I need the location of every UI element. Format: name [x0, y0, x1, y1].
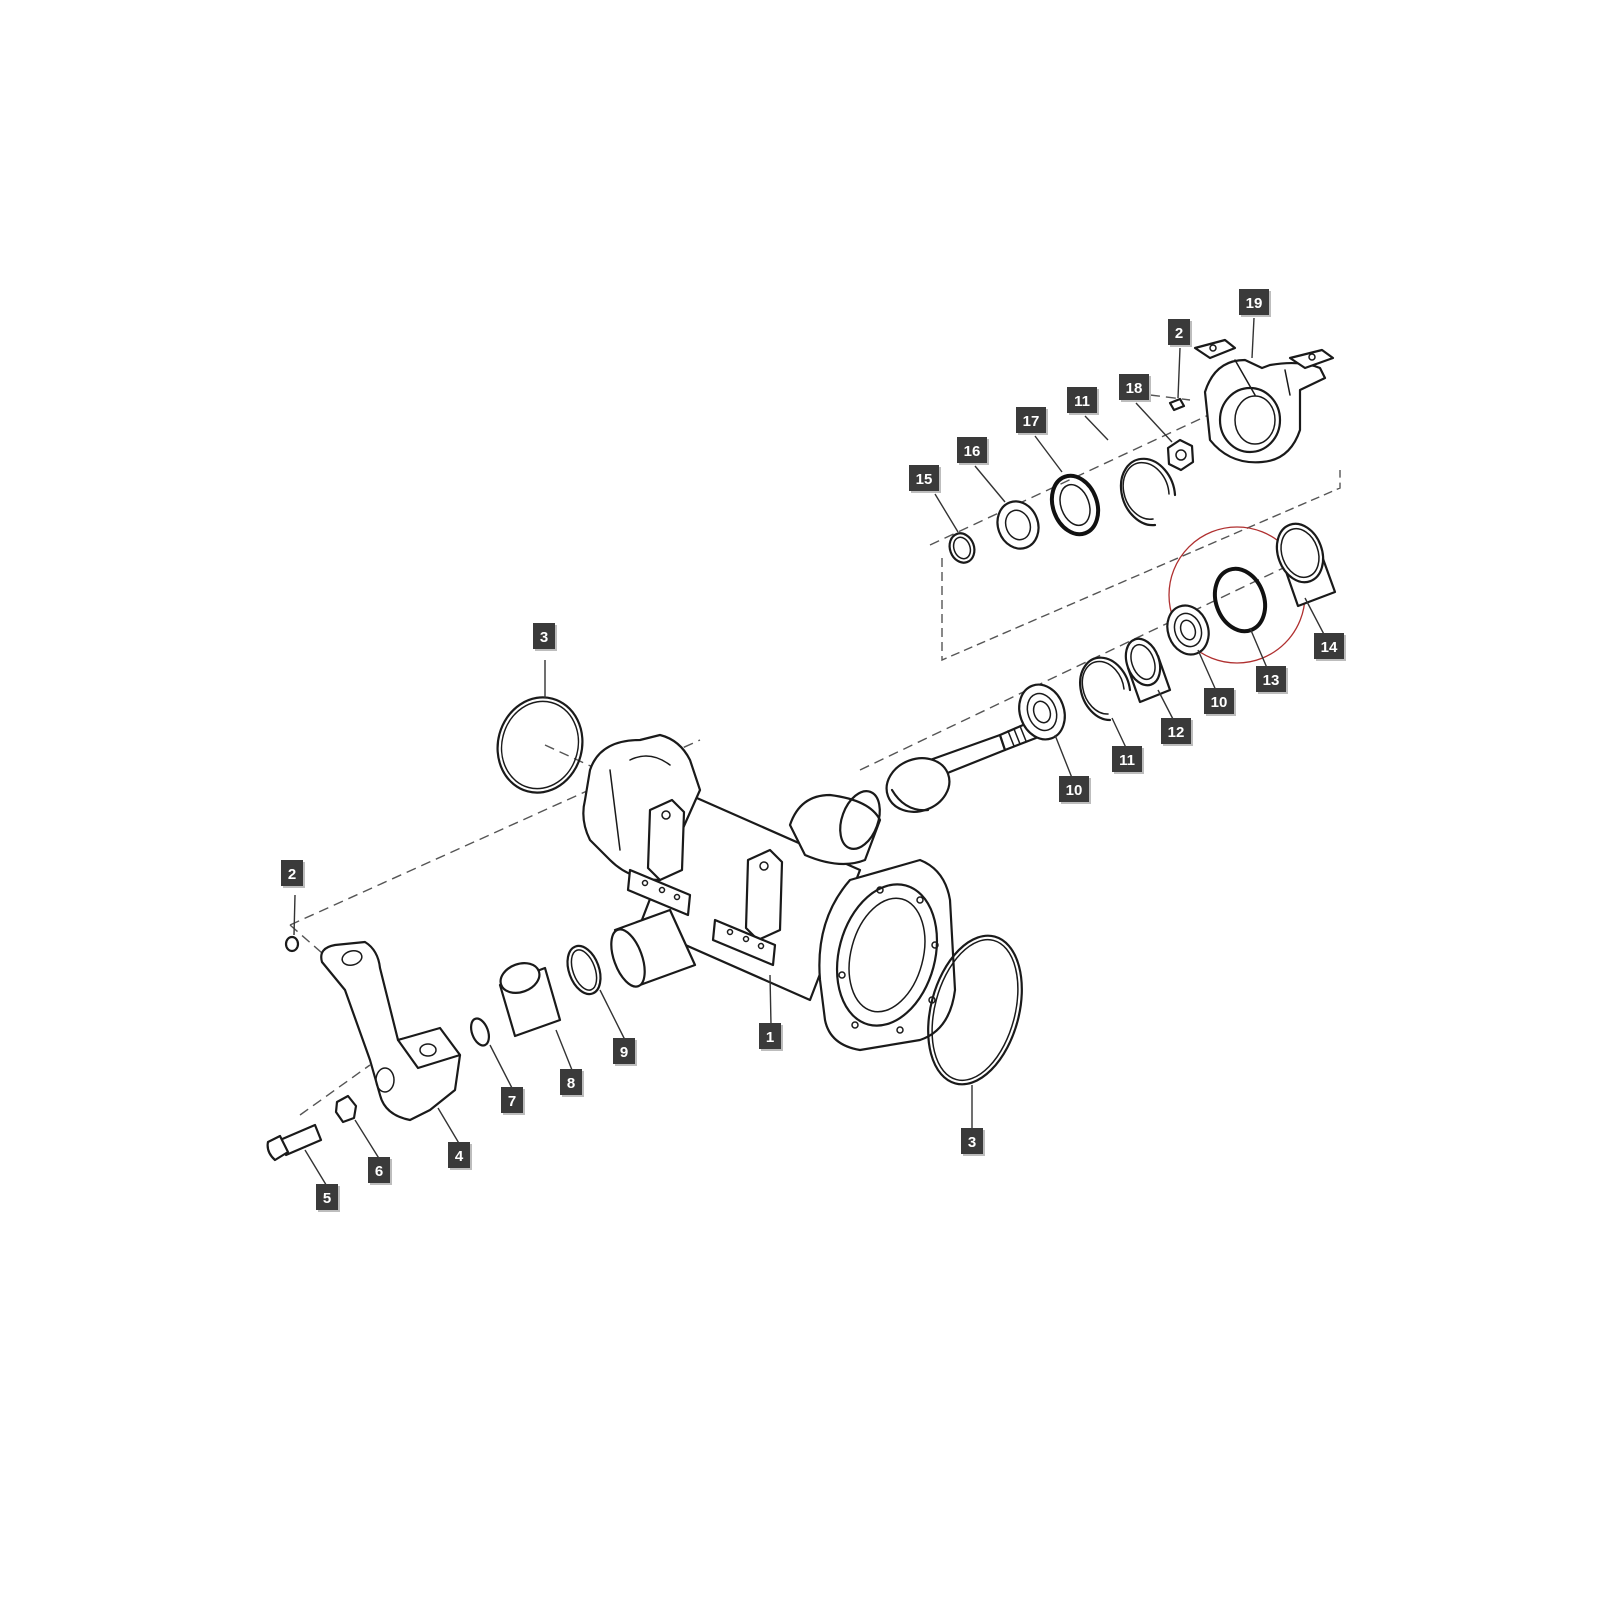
callout-13-label: 13 — [1263, 672, 1280, 689]
callout-3-upper-label: 3 — [540, 629, 548, 646]
part-16-bearing — [996, 500, 1040, 550]
callout-3-upper: 3 — [533, 623, 557, 651]
callout-12-label: 12 — [1168, 724, 1185, 741]
callout-13: 13 — [1256, 666, 1288, 694]
callout-4-label: 4 — [455, 1148, 464, 1165]
callout-5-label: 5 — [323, 1190, 331, 1207]
callout-6: 6 — [368, 1157, 392, 1185]
callout-14-label: 14 — [1321, 639, 1338, 656]
part-17-seal — [1049, 473, 1101, 537]
callout-10-lower-label: 10 — [1066, 782, 1083, 799]
part-9-o-ring — [566, 944, 602, 996]
callout-5: 5 — [316, 1184, 340, 1212]
part-19-steering-knuckle — [1193, 338, 1335, 464]
part-11-snap-ring-lower — [1079, 656, 1132, 722]
part-7-o-ring — [469, 1017, 491, 1047]
callout-2-upper: 2 — [1168, 319, 1192, 347]
part-4-steering-arm — [320, 940, 462, 1122]
part-1-axle-housing — [582, 733, 957, 1052]
callout-18: 18 — [1119, 374, 1151, 402]
part-5-bolt — [266, 1123, 323, 1162]
part-8-bushing — [498, 962, 562, 1038]
callout-11-lower-label: 11 — [1119, 752, 1135, 769]
callout-8-label: 8 — [567, 1075, 575, 1092]
callout-14: 14 — [1314, 633, 1346, 661]
callout-10-upper: 10 — [1204, 688, 1236, 716]
callout-16: 16 — [957, 437, 989, 465]
callout-4: 4 — [448, 1142, 472, 1170]
callout-17-label: 17 — [1023, 413, 1040, 430]
part-18-hex-nut — [1166, 438, 1195, 472]
callout-1: 1 — [759, 1023, 783, 1051]
callout-11-lower: 11 — [1112, 746, 1144, 774]
callout-2-upper-label: 2 — [1175, 325, 1183, 342]
part-10-bearing-lower — [1018, 683, 1066, 741]
callout-12: 12 — [1161, 718, 1193, 746]
part-2-grease-fitting-lower — [284, 935, 300, 953]
assembly-axis-lines — [289, 394, 1301, 1116]
callout-9-label: 9 — [620, 1044, 628, 1061]
callout-19: 19 — [1239, 289, 1271, 317]
part-15-retaining-ring — [948, 532, 976, 564]
part-6-nut — [334, 1094, 358, 1124]
callout-10-upper-label: 10 — [1211, 694, 1228, 711]
callout-15-label: 15 — [916, 471, 933, 488]
callout-2-lower: 2 — [281, 860, 305, 888]
sub-assembly-bracket — [941, 470, 1341, 662]
callout-11-upper-label: 11 — [1074, 393, 1090, 410]
callout-16-label: 16 — [964, 443, 981, 460]
part-3-o-ring-lower — [927, 934, 1023, 1086]
callout-3-lower-label: 3 — [968, 1134, 976, 1151]
part-14-sleeve — [1275, 522, 1337, 608]
callout-17: 17 — [1016, 407, 1048, 435]
part-3-o-ring-upper — [496, 696, 584, 794]
callout-3-lower: 3 — [961, 1128, 985, 1156]
callout-7: 7 — [501, 1087, 525, 1115]
part-2-grease-fitting-upper — [1168, 397, 1186, 412]
callout-19-label: 19 — [1246, 295, 1263, 312]
callout-7-label: 7 — [508, 1093, 516, 1110]
callout-9: 9 — [613, 1038, 637, 1066]
part-13-o-ring — [1212, 566, 1268, 634]
part-10-bearing-upper — [1166, 604, 1210, 656]
drive-shaft — [885, 720, 1038, 813]
callout-18-label: 18 — [1126, 380, 1143, 397]
callout-10-lower: 10 — [1059, 776, 1091, 804]
callout-8: 8 — [560, 1069, 584, 1097]
callout-15: 15 — [909, 465, 941, 493]
callout-1-label: 1 — [766, 1029, 774, 1046]
callout-6-label: 6 — [375, 1163, 383, 1180]
part-11-snap-ring-upper — [1119, 457, 1177, 527]
callout-11-upper: 11 — [1067, 387, 1099, 415]
callout-2-lower-label: 2 — [288, 866, 296, 883]
leader-lines — [293, 317, 1329, 1189]
part-12-bushing — [1124, 637, 1172, 704]
